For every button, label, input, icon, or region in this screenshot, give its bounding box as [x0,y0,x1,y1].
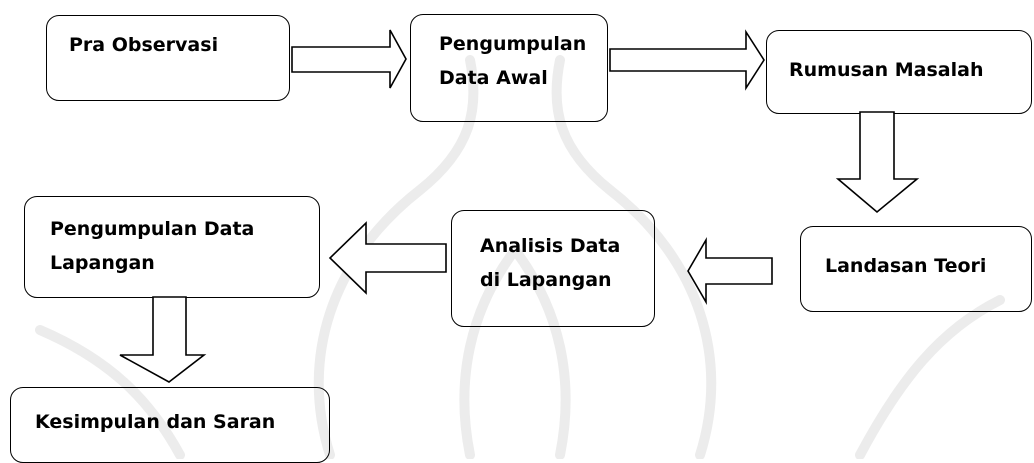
node-label: Kesimpulan dan Saran [35,411,276,433]
node-label: Landasan Teori [825,255,987,277]
node-pengumpulan-data-lapangan: Pengumpulan Data Lapangan [24,196,320,298]
node-kesimpulan-saran: Kesimpulan dan Saran [10,387,330,463]
node-pra-observasi: Pra Observasi [46,15,290,101]
node-pengumpulan-data-awal: Pengumpulan Data Awal [410,14,608,122]
node-label: Pra Observasi [69,34,219,56]
node-landasan-teori: Landasan Teori [800,226,1032,312]
node-label: Analisis Data di Lapangan [480,235,621,291]
node-label: Pengumpulan Data Lapangan [50,218,255,274]
node-analisis-data: Analisis Data di Lapangan [451,210,655,327]
node-label: Pengumpulan Data Awal [439,33,587,89]
node-label: Rumusan Masalah [789,59,984,81]
node-rumusan-masalah: Rumusan Masalah [766,30,1032,114]
